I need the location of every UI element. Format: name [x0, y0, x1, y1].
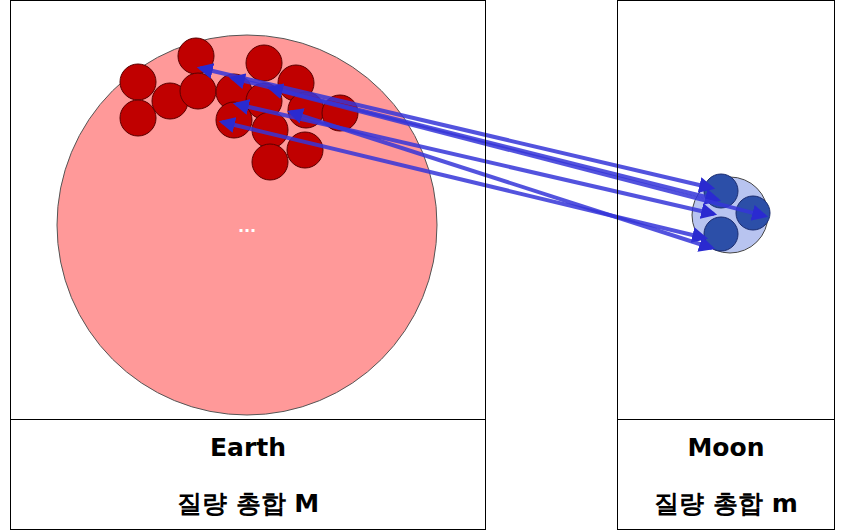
ellipsis-label: ...: [238, 217, 256, 236]
mass-label: 질량 총합 m: [654, 487, 797, 520]
force-arrows: [200, 68, 765, 248]
panel-row: 질량 총합 m: [618, 475, 834, 530]
body-name: Moon: [687, 433, 764, 462]
body-panel: Earth 질량 총합 M: [10, 0, 486, 530]
panel-row: Moon: [618, 419, 834, 475]
earth-body: [57, 35, 437, 415]
body-panel: Moon 질량 총합 m: [617, 0, 835, 530]
panel-row: Earth: [11, 419, 485, 475]
body-name: Earth: [210, 433, 286, 462]
mass-label: 질량 총합 M: [177, 487, 319, 520]
panel-row: 질량 총합 M: [11, 475, 485, 530]
earth-particles: [120, 38, 358, 180]
